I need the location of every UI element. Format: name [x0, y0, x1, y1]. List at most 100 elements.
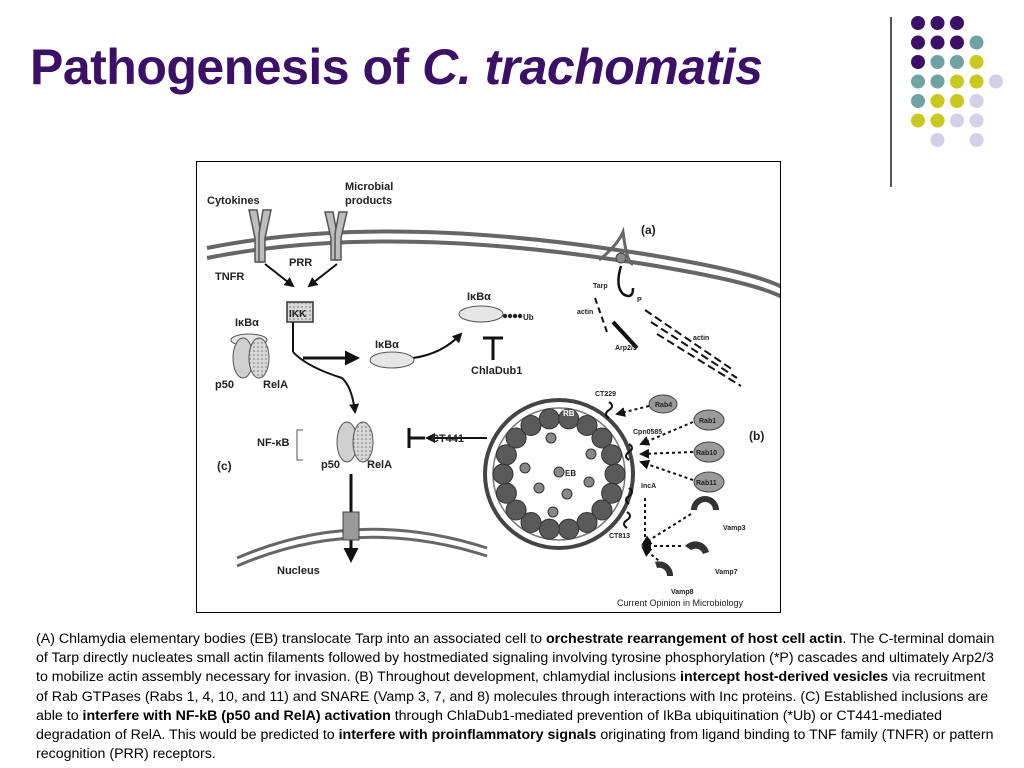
caption-text-3: via recruitment of Rab GTPases (Rabs 1, … [36, 669, 989, 724]
label-ikba-phos: IκBα [375, 339, 399, 351]
label-p50: p50 [321, 459, 340, 471]
reticulate-body [492, 463, 514, 485]
reticulate-body [538, 518, 560, 540]
reticulate-body [591, 427, 613, 449]
reticulate-body [558, 408, 580, 430]
decorative-divider [890, 17, 892, 187]
ikk-complex [286, 301, 314, 323]
decor-dot [911, 94, 925, 108]
decor-dot [930, 94, 945, 108]
decor-dot [911, 55, 925, 69]
label-ikba-complex: IκBα [235, 317, 259, 329]
label-tarp: Tarp [593, 283, 608, 290]
reticulate-body [495, 482, 517, 504]
label-vamp8: Vamp8 [671, 589, 694, 596]
decor-dot [950, 94, 964, 108]
label-prr: PRR [289, 257, 312, 269]
reticulate-body [601, 444, 623, 466]
label-panel-a: (a) [641, 223, 656, 237]
label-p-star: P [637, 297, 642, 304]
decor-dot [930, 55, 945, 69]
label-tnfr: TNFR [215, 271, 244, 283]
reticulate-body [558, 518, 580, 540]
decor-dot [930, 74, 945, 89]
reticulate-body [520, 512, 542, 533]
decor-dot [950, 16, 964, 30]
decor-dot [969, 74, 984, 89]
pathogenesis-figure: Cytokines Microbial products TNFR PRR IK… [196, 161, 781, 613]
decor-dot [930, 133, 945, 147]
label-vamp7: Vamp7 [715, 569, 738, 576]
label-products: products [345, 195, 392, 207]
label-rab10: Rab10 [696, 450, 717, 457]
decor-dot [930, 35, 945, 50]
label-rb: RB [563, 409, 575, 418]
label-cytokines: Cytokines [207, 195, 260, 207]
label-nfkb: NF-κB [257, 437, 289, 449]
label-nucleus: Nucleus [277, 565, 320, 577]
label-ct813: CT813 [609, 533, 630, 540]
label-actin-right: actin [693, 335, 709, 342]
reticulate-body [591, 499, 613, 521]
reticulate-body [505, 427, 527, 449]
decor-dot [969, 133, 984, 147]
decor-dot [969, 35, 984, 50]
reticulate-body [604, 463, 626, 485]
label-actin-left: actin [577, 309, 593, 316]
decor-dot [911, 35, 925, 50]
decor-dot [969, 113, 984, 128]
label-arp23: Arp2/3 [615, 345, 637, 352]
ikba-ubiquitinated [458, 305, 504, 323]
reticulate-body [505, 499, 527, 521]
decor-dot [911, 74, 925, 89]
decor-dot [950, 35, 964, 50]
decor-dot [950, 74, 964, 89]
caption-text-1: (A) Chlamydia elementary bodies (EB) tra… [36, 631, 546, 647]
caption-text-2: . The C-terminal domain of Tarp directly… [36, 631, 995, 686]
caption-text-4: through ChlaDub1-mediated prevention of … [36, 707, 943, 744]
ikba-phosphorylated [369, 351, 415, 369]
label-chladub1: ChlaDub1 [471, 365, 522, 377]
decorative-dot-grid [911, 16, 1003, 147]
title-main: Pathogenesis of [30, 39, 409, 95]
reticulate-body [538, 408, 560, 430]
label-rab4: Rab4 [655, 402, 672, 409]
label-ikk: IKK [289, 309, 307, 320]
title-italic: C. trachomatis [422, 39, 763, 95]
label-ct441: CT441 [431, 433, 464, 445]
label-vamp3: Vamp3 [723, 525, 746, 532]
caption-bold-4: interfere with proinflammatory signals [338, 727, 597, 744]
label-microbial: Microbial [345, 181, 393, 193]
decor-dot [950, 55, 964, 69]
decor-dot [989, 74, 1003, 89]
decor-dot [969, 94, 984, 108]
decor-dot [911, 113, 925, 128]
caption-text-5: originating from ligand binding to TNF f… [36, 727, 994, 763]
reticulate-body [576, 512, 598, 533]
label-ikba-ub: IκBα [467, 291, 491, 303]
figure-caption: (A) Chlamydia elementary bodies (EB) tra… [36, 630, 996, 764]
label-panel-c: (c) [217, 459, 232, 473]
prr-receptor [324, 211, 348, 261]
tnfr-receptor [248, 209, 272, 263]
label-rela-top: RelA [263, 379, 288, 391]
figure-credit: Current Opinion in Microbiology [617, 598, 744, 608]
label-eb: EB [565, 469, 576, 478]
page-title: Pathogenesis of C. trachomatis [30, 38, 763, 96]
caption-bold-1: orchestrate rearrangement of host cell a… [545, 631, 843, 647]
reticulate-body [576, 415, 598, 436]
reticulate-body [520, 415, 542, 436]
label-panel-b: (b) [749, 429, 764, 443]
reticulate-body [495, 444, 517, 466]
label-rela: RelA [367, 459, 392, 471]
decor-dot [969, 55, 984, 69]
label-rab11: Rab11 [696, 480, 717, 487]
label-cpn0585: Cpn0585 [633, 429, 662, 436]
decor-dot [930, 16, 945, 30]
caption-bold-2: intercept host-derived vesicles [680, 669, 889, 686]
caption-bold-3: interfere with NF-kB (p50 and RelA) acti… [82, 707, 391, 724]
label-inca: IncA [641, 483, 656, 490]
label-ub: Ub [523, 313, 534, 322]
reticulate-body [601, 482, 623, 504]
label-p50-top: p50 [215, 379, 234, 391]
